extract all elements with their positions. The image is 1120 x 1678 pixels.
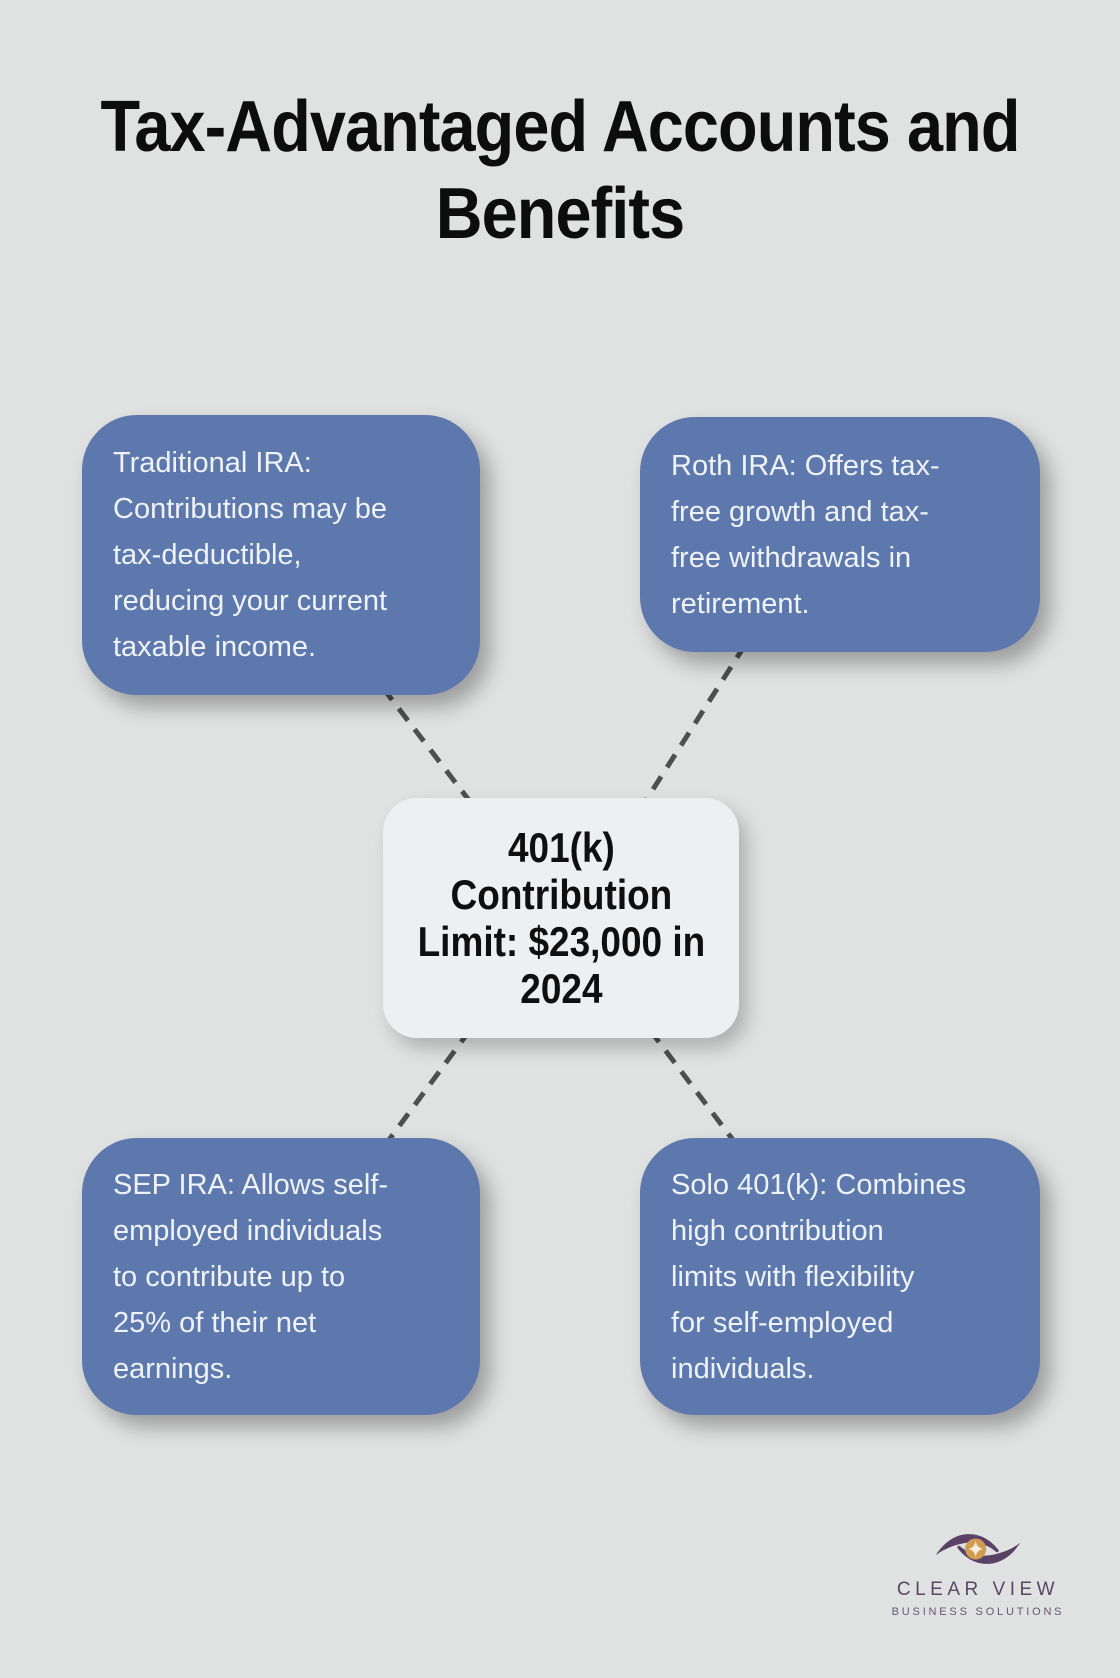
center-node-text: 401(k) Contribution Limit: $23,000 in 20… (417, 824, 705, 1012)
connector-bottom-left (380, 1028, 473, 1150)
connector-bottom-right (648, 1028, 744, 1154)
star-sparkle (968, 1540, 984, 1558)
center-node-401k-limit: 401(k) Contribution Limit: $23,000 in 20… (383, 798, 739, 1038)
clear-view-logo: CLEAR VIEW BUSINESS SOLUTIONS (828, 1524, 1120, 1618)
node-sep-ira-text: SEP IRA: Allows self- employed individua… (113, 1168, 389, 1385)
node-roth-ira: Roth IRA: Offers tax- free growth and ta… (640, 417, 1040, 652)
node-solo-401k-text: Solo 401(k): Combines high contribution … (671, 1168, 966, 1385)
node-sep-ira: SEP IRA: Allows self- employed individua… (82, 1138, 480, 1415)
node-solo-401k: Solo 401(k): Combines high contribution … (640, 1138, 1040, 1415)
connector-top-left (381, 686, 480, 814)
node-roth-ira-text: Roth IRA: Offers tax- free growth and ta… (671, 449, 940, 620)
node-traditional-ira: Traditional IRA: Contributions may be ta… (82, 415, 480, 695)
connector-top-right (640, 643, 748, 807)
logo-tagline: BUSINESS SOLUTIONS (891, 1606, 1065, 1618)
eye-icon (935, 1534, 1021, 1564)
node-traditional-ira-text: Traditional IRA: Contributions may be ta… (113, 447, 388, 663)
page-title: Tax-Advantaged Accounts and Benefits (100, 87, 1020, 254)
logo-name: CLEAR VIEW (896, 1579, 1060, 1600)
